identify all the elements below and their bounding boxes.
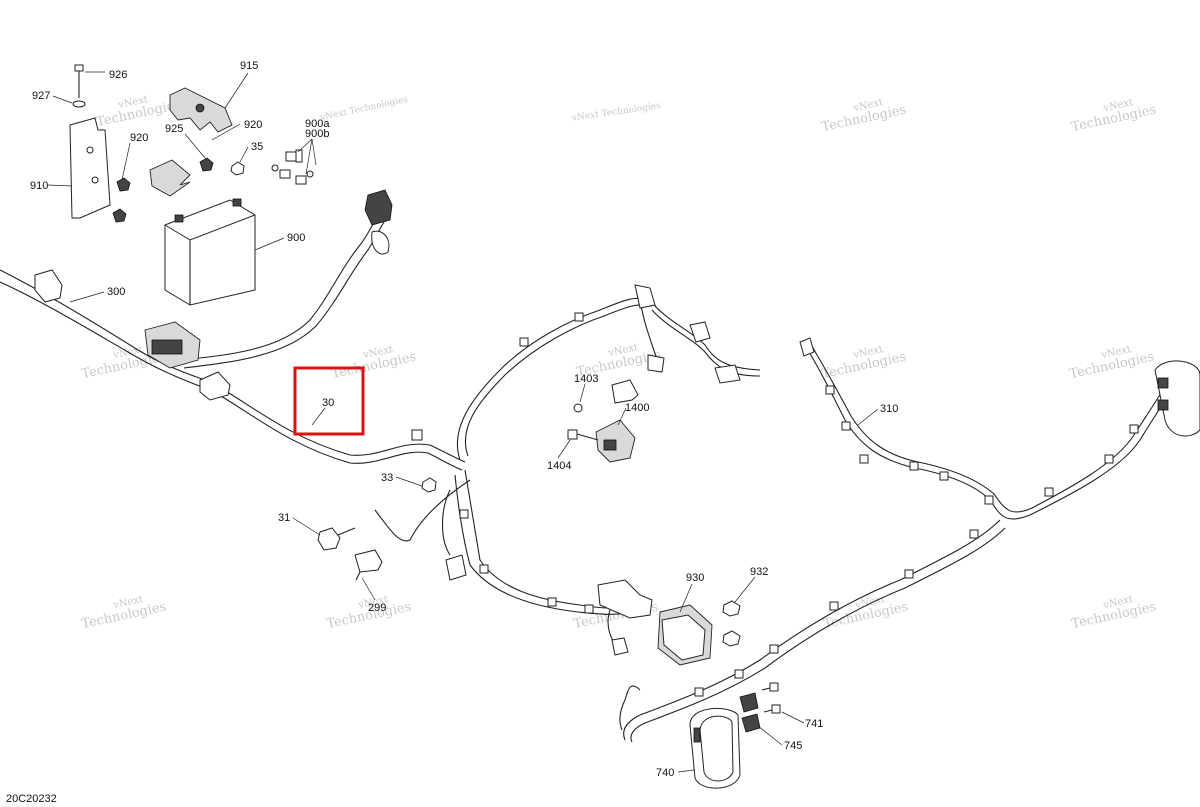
callout-920: 920 [130,132,148,144]
highlight-box-part-30[interactable] [293,366,365,436]
nut-33 [421,477,437,493]
callout-932: 932 [750,566,768,578]
rear-parts [657,337,1200,789]
gasket-745 [741,713,761,733]
taillight-right [1154,360,1200,437]
callout-33: 33 [381,472,393,484]
leader-lines [47,71,879,773]
screw-741 [761,682,781,714]
watermark-text: vNext Technologies [570,101,661,124]
nut-920 [116,177,131,192]
harness-connector [364,189,393,226]
bracket-910 [69,117,111,219]
callout-labels: 926 927 915 920 925 920 910 35 900a 900b… [30,60,898,779]
callout-740: 740 [656,767,674,779]
watermark-text: vNext Technologies [318,95,409,124]
callout-35: 35 [251,141,263,153]
terminal-bolts-900a-900b [271,149,314,185]
sensor-299 [354,549,383,573]
harness-clips [411,312,1139,697]
battery-area-parts [34,64,393,401]
gasket-745 [739,692,759,713]
callout-910: 910 [30,180,48,192]
nut-932 [722,600,741,617]
callout-299: 299 [368,602,386,614]
callout-927: 927 [32,90,50,102]
callout-920: 920 [244,119,262,131]
washer-927 [72,100,86,108]
callout-741: 741 [805,718,823,730]
nut-932 [722,630,741,647]
callout-1404: 1404 [547,460,571,472]
callout-745: 745 [784,740,802,752]
callout-31: 31 [278,512,290,524]
connector-1403 [611,379,639,404]
nut-35 [230,161,245,176]
rear-harness [619,342,1176,743]
callout-30: 30 [322,397,334,409]
bolt-31 [317,527,341,551]
inline-connector [199,371,231,401]
callout-900: 900 [287,232,305,244]
callout-1403: 1403 [574,373,598,385]
harness-end-connector [34,269,63,303]
module-930 [657,604,713,666]
callout-300: 300 [107,286,125,298]
callout-1400: 1400 [625,402,649,414]
bolt-1404 [567,429,578,440]
callout-926: 926 [109,69,127,81]
callout-915: 915 [240,60,258,72]
cover-925 [149,159,191,197]
callout-930: 930 [686,572,704,584]
nut-920 [199,157,214,172]
bolt-926 [74,64,84,72]
diagram-code: 20C20232 [6,793,57,805]
main-harness [0,214,761,651]
light-740 [689,707,741,789]
valve-1400 [595,419,636,463]
nut-920 [112,208,127,223]
center-parts [317,284,741,656]
callout-925: 925 [165,123,183,135]
callout-900a: 900a [305,118,330,130]
callout-310: 310 [880,403,898,415]
callout-900b: 900b [305,128,329,140]
